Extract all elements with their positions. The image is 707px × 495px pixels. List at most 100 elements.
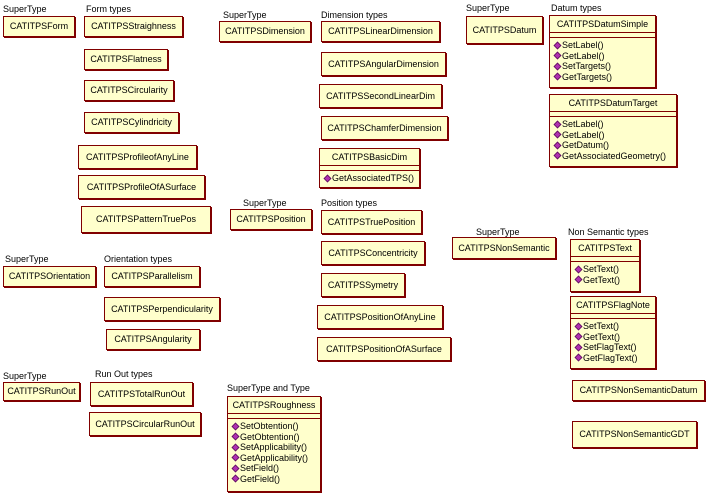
method-item: SetField() — [231, 463, 320, 474]
method-item: GetObtention() — [231, 432, 320, 443]
class-box-non-semantic-datum[interactable]: CATITPSNonSemanticDatum — [572, 380, 705, 401]
class-name: CATITPSChamferDimension — [327, 122, 442, 133]
class-box-concentricity[interactable]: CATITPSConcentricity — [321, 241, 425, 265]
method-name: GetFlagText() — [583, 352, 638, 363]
class-box-profile-surface[interactable]: CATITPSProfileOfASurface — [78, 175, 205, 199]
class-box-symetry[interactable]: CATITPSSymetry — [321, 273, 405, 297]
class-box-form[interactable]: CATITPSForm — [3, 16, 75, 37]
class-box-non-semantic-gdt[interactable]: CATITPSNonSemanticGDT — [572, 421, 697, 448]
class-name: CATITPSOrientation — [8, 271, 91, 281]
method-icon — [553, 141, 562, 150]
class-name: CATITPSAngularDimension — [328, 58, 439, 69]
class-box-orientation[interactable]: CATITPSOrientation — [3, 266, 96, 287]
class-box-cylindricity[interactable]: CATITPSCylindricity — [84, 112, 179, 133]
class-name: CATITPSPositionOfAnyLine — [324, 311, 436, 322]
method-name: GetField() — [240, 473, 281, 484]
attribute-compartment — [550, 33, 655, 38]
class-box-datum[interactable]: CATITPSDatum — [466, 16, 543, 44]
class-name: CATITPSPositionOfASurface — [326, 343, 442, 354]
class-box-text[interactable]: CATITPSText SetText() GetText() — [570, 239, 640, 292]
class-box-angularity[interactable]: CATITPSAngularity — [106, 329, 200, 350]
class-box-true-position[interactable]: CATITPSTruePosition — [321, 210, 422, 234]
class-name: CATITPSAngularity — [114, 334, 192, 344]
method-item: SetLabel() — [553, 40, 655, 51]
method-icon — [553, 72, 562, 81]
supertype-label-non-semantic: SuperType — [476, 227, 520, 237]
supertype-label-datum: SuperType — [466, 3, 510, 13]
class-name: CATITPSCircularRunOut — [95, 418, 195, 429]
class-box-dimension[interactable]: CATITPSDimension — [219, 21, 311, 42]
method-item: SetObtention() — [231, 421, 320, 432]
class-box-profile-any-line[interactable]: CATITPSProfileofAnyLine — [78, 145, 197, 169]
attribute-compartment — [228, 414, 320, 419]
method-item: GetLabel() — [553, 50, 655, 62]
class-box-parallelism[interactable]: CATITPSParallelism — [104, 266, 200, 287]
supertype-and-type-label: SuperType and Type — [227, 383, 310, 393]
class-box-linear-dimension[interactable]: CATITPSLinearDimension — [321, 21, 440, 42]
method-item: SetFlagText() — [574, 342, 655, 353]
class-name: CATITPSPatternTruePos — [95, 214, 197, 224]
method-name: SetField() — [240, 463, 280, 473]
class-box-flatness[interactable]: CATITPSFlatness — [84, 49, 168, 70]
class-name: CATITPSRunOut — [7, 386, 76, 396]
method-icon — [574, 275, 583, 284]
method-item: GetApplicability() — [231, 453, 320, 464]
class-name: CATITPSStraighness — [91, 21, 176, 31]
method-icon — [553, 130, 562, 139]
method-name: GetText() — [583, 331, 621, 342]
method-name: SetApplicability() — [240, 442, 308, 452]
method-name: GetLabel() — [562, 50, 605, 61]
class-name: CATITPSCylindricity — [91, 117, 172, 127]
class-box-basic-dim[interactable]: CATITPSBasicDim GetAssociatedTPS() — [319, 148, 420, 188]
method-item: SetText() — [574, 321, 655, 332]
method-name: GetAssociatedGeometry() — [562, 150, 667, 161]
group-label-dimension-types: Dimension types — [321, 10, 388, 20]
group-label-run-out-types: Run Out types — [95, 369, 153, 379]
method-icon — [553, 151, 562, 160]
class-box-datum-simple[interactable]: CATITPSDatumSimple SetLabel() GetLabel()… — [549, 15, 656, 88]
class-box-run-out[interactable]: CATITPSRunOut — [3, 382, 80, 401]
class-box-non-semantic[interactable]: CATITPSNonSemantic — [452, 237, 556, 259]
class-name: CATITPSConcentricity — [328, 247, 418, 258]
class-name: CATITPSText — [571, 240, 639, 257]
class-box-total-run-out[interactable]: CATITPSTotalRunOut — [90, 382, 193, 406]
class-box-perpendicularity[interactable]: CATITPSPerpendicularity — [104, 297, 220, 321]
class-name: CATITPSLinearDimension — [328, 26, 433, 36]
class-box-chamfer-dimension[interactable]: CATITPSChamferDimension — [321, 116, 448, 140]
class-box-position-any-line[interactable]: CATITPSPositionOfAnyLine — [317, 305, 443, 329]
supertype-label-form: SuperType — [3, 4, 47, 14]
supertype-label-orientation: SuperType — [5, 254, 49, 264]
class-box-position[interactable]: CATITPSPosition — [230, 209, 312, 230]
class-box-pattern-true-pos[interactable]: CATITPSPatternTruePos — [81, 206, 211, 233]
class-name: CATITPSDatumSimple — [550, 16, 655, 33]
class-name: CATITPSNonSemanticDatum — [579, 385, 698, 395]
class-box-roughness[interactable]: CATITPSRoughness SetObtention() GetObten… — [227, 396, 321, 492]
class-box-circular-run-out[interactable]: CATITPSCircularRunOut — [89, 412, 201, 436]
class-name: CATITPSDimension — [225, 26, 305, 36]
group-label-position-types: Position types — [321, 198, 378, 208]
method-icon — [231, 422, 240, 431]
class-box-position-surface[interactable]: CATITPSPositionOfASurface — [317, 337, 451, 361]
method-name: SetLabel() — [562, 40, 604, 50]
supertype-label-dimension: SuperType — [223, 10, 267, 20]
class-box-straighness[interactable]: CATITPSStraighness — [84, 16, 183, 37]
class-name: CATITPSDatumTarget — [550, 95, 676, 112]
method-item: GetFlagText() — [574, 352, 655, 364]
class-box-datum-target[interactable]: CATITPSDatumTarget SetLabel() GetLabel()… — [549, 94, 677, 167]
class-box-second-linear-dim[interactable]: CATITPSSecondLinearDim — [319, 84, 442, 108]
group-label-non-semantic-types: Non Semantic types — [568, 227, 649, 237]
class-name: CATITPSFlatness — [90, 54, 162, 64]
method-item: SetText() — [574, 264, 639, 275]
group-label-form-types: Form types — [86, 4, 132, 14]
method-icon — [231, 443, 240, 452]
method-list: SetLabel() GetLabel() SetTargets() GetTa… — [550, 38, 655, 82]
class-name: CATITPSSymetry — [327, 279, 399, 290]
attribute-compartment — [550, 112, 676, 117]
supertype-label-position: SuperType — [243, 198, 287, 208]
class-box-flag-note[interactable]: CATITPSFlagNote SetText() GetText() SetF… — [570, 296, 656, 369]
method-name: GetAssociatedTPS() — [332, 173, 415, 183]
method-item: SetLabel() — [553, 119, 676, 130]
class-box-circularity[interactable]: CATITPSCircularity — [84, 80, 174, 101]
class-box-angular-dimension[interactable]: CATITPSAngularDimension — [321, 52, 446, 76]
class-name: CATITPSNonSemantic — [458, 242, 550, 253]
